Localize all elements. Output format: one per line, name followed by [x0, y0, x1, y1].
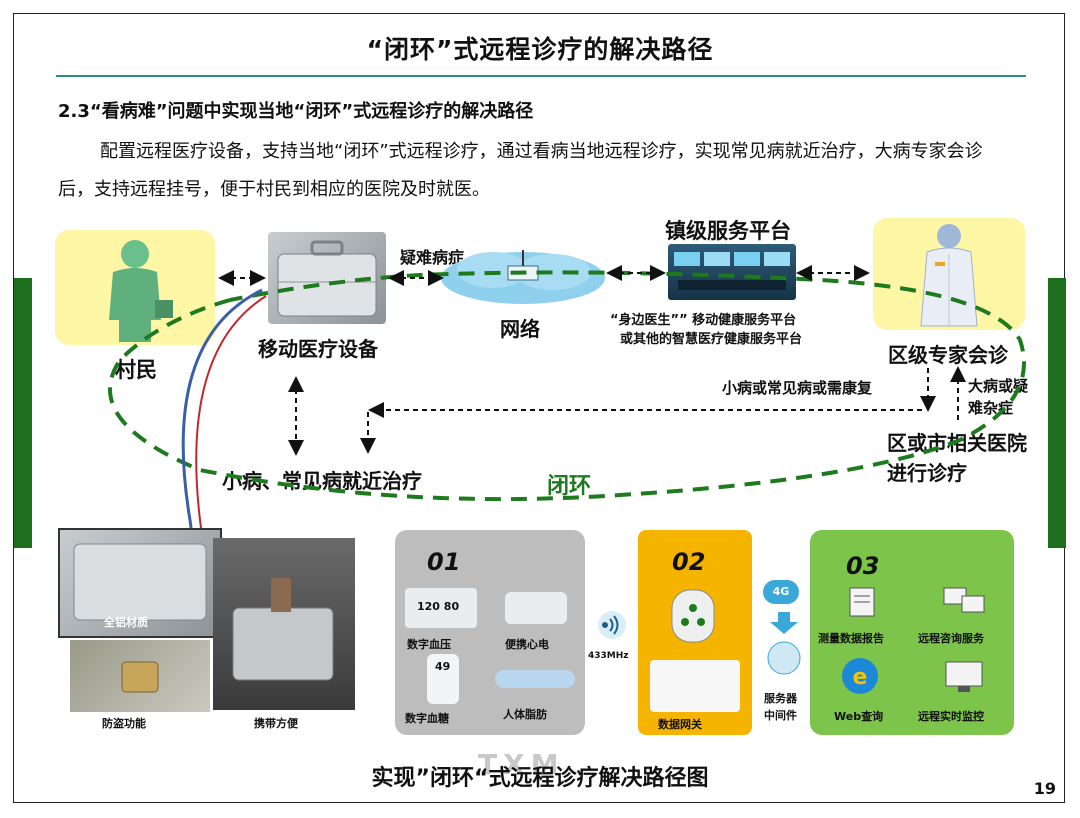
- gateway-box-icon: [650, 660, 740, 712]
- control-room-image: [668, 244, 796, 300]
- panel3-item-monitor: 远程实时监控: [918, 710, 984, 723]
- panel3-number: 03: [846, 552, 880, 580]
- carry-case-icon: [232, 578, 334, 681]
- page-number: 19: [1033, 779, 1056, 798]
- expert-label: 区级专家会诊: [888, 343, 1008, 367]
- remote-device-icon: [671, 589, 715, 643]
- bp-reading: 120 80: [417, 600, 460, 613]
- panel1-item-bodyfat: 人体脂肪: [503, 708, 547, 721]
- device-panel: 01 120 80 数字血压 便携心电 49 数字血糖 人体脂肪: [395, 530, 585, 735]
- aluminum-caption: 全铝材质: [104, 616, 148, 629]
- watermark: TXM: [478, 748, 565, 781]
- report-icon: [849, 587, 875, 617]
- briefcase-icon: [277, 240, 377, 317]
- gateway-panel: 02 数据网关: [638, 530, 752, 735]
- minor-recovery-label: 小病或常见病或需康复: [722, 379, 873, 397]
- network-cloud-icon: [441, 250, 605, 304]
- monitor-wall-icon: [674, 252, 790, 290]
- right-accent-bar: [1048, 278, 1066, 548]
- title-rule: [56, 75, 1026, 77]
- service-panel: 03 测量数据报告 远程咨询服务 e Web查询 远程实时监控: [810, 530, 1014, 735]
- antitheft-photo: [70, 640, 210, 712]
- frequency-label: 433MHz: [588, 651, 629, 661]
- mobile-device-label: 移动医疗设备: [258, 337, 378, 361]
- villager-label: 村民: [115, 358, 157, 382]
- platform-desc-line-1: “身边医生”” 移动健康服务平台: [610, 313, 797, 328]
- 4g-badge: 4G: [763, 580, 799, 604]
- panel2-number: 02: [672, 548, 706, 576]
- lock-icon: [121, 661, 159, 693]
- slide-title: “闭环”式远程诊疗的解决路径: [366, 35, 714, 64]
- villager-card: [55, 230, 215, 345]
- panel1-number: 01: [427, 548, 461, 576]
- bp-monitor-icon: 120 80: [405, 588, 477, 628]
- antitheft-caption: 防盗功能: [102, 717, 146, 730]
- diagram-caption: 实现”闭环“式远程诊疗解决路径图: [371, 766, 709, 791]
- intro-paragraph: 配置远程医疗设备，支持当地“闭环”式远程诊疗，通过看病当地远程诊疗，实现常见病就…: [58, 141, 983, 200]
- svg-text:e: e: [853, 665, 868, 690]
- glucose-meter-icon: 49: [427, 654, 459, 704]
- aluminum-photo: 全铝材质: [58, 528, 222, 638]
- panel1-item-bp: 数字血压: [407, 638, 451, 651]
- body-fat-icon: [495, 670, 575, 688]
- left-accent-bar: [14, 278, 32, 548]
- villager-icon: [109, 240, 173, 342]
- server-icon: [767, 612, 801, 675]
- expert-card: [873, 218, 1025, 330]
- portable-caption: 携带方便: [254, 717, 298, 730]
- portable-photo: [213, 538, 355, 710]
- ecg-icon: [505, 592, 567, 624]
- panel1-item-ecg: 便携心电: [505, 638, 549, 651]
- platform-desc-line-2: 或其他的智慧医疗健康服务平台: [620, 332, 803, 347]
- doctor-icon: [920, 224, 978, 327]
- gateway-label: 数据网关: [658, 718, 702, 731]
- section-subheading: 2.3“看病难”问题中实现当地“闭环”式远程诊疗的解决路径: [58, 101, 534, 122]
- difficult-cases-label: 疑难病症: [400, 248, 465, 267]
- web-browser-icon: e: [842, 658, 878, 694]
- monitor-icon: [945, 661, 983, 692]
- aluminum-case-icon: [73, 543, 207, 621]
- closed-loop-path: [108, 270, 1026, 502]
- middleware-label: 中间件: [764, 709, 797, 722]
- consult-icon: [943, 587, 985, 613]
- glucose-reading: 49: [435, 660, 451, 673]
- town-platform-label: 镇级服务平台: [665, 219, 791, 243]
- closed-loop-label: 闭环: [547, 474, 592, 499]
- panel3-item-report: 测量数据报告: [818, 632, 884, 645]
- server-label: 服务器: [764, 692, 797, 705]
- wireless-icon: [598, 611, 626, 639]
- network-label: 网络: [500, 317, 540, 341]
- panel1-item-glucose: 数字血糖: [405, 712, 449, 725]
- panel3-item-consult: 远程咨询服务: [918, 632, 984, 645]
- panel3-item-web: Web查询: [834, 710, 884, 723]
